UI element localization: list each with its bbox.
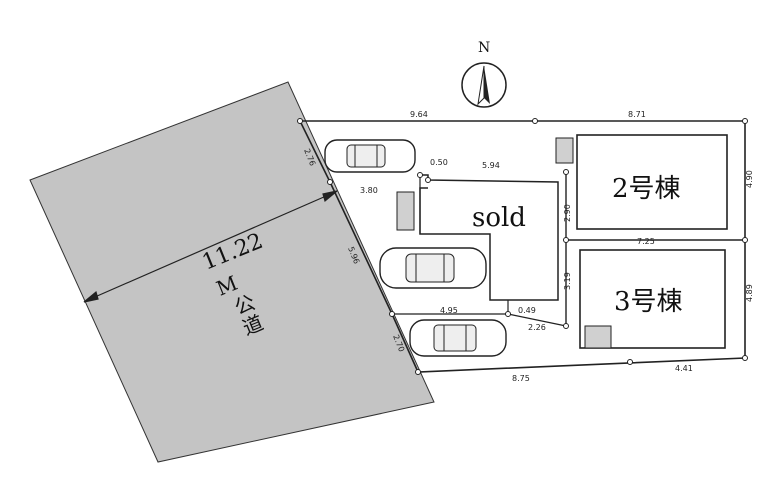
car-icon (409, 319, 507, 357)
dim-north-left: 9.64 (410, 110, 428, 119)
building-3-marker (584, 325, 612, 349)
north-compass-icon (461, 62, 507, 108)
public-road (29, 81, 435, 463)
car-icon (379, 247, 487, 289)
boundary-points (297, 118, 748, 375)
dim-south-right: 4.41 (675, 364, 693, 373)
dim-notch-380: 3.80 (360, 186, 378, 195)
dim-bottom-049: 0.49 (518, 306, 536, 315)
dim-bottom-495: 4.95 (440, 306, 458, 315)
dim-lower-side: 3.19 (563, 272, 572, 290)
sold-label: sold (472, 203, 526, 233)
dim-notch-594: 5.94 (482, 161, 500, 170)
dim-divider: 7.25 (637, 237, 655, 246)
dim-notch-050: 0.50 (430, 158, 448, 167)
dim-east-lower: 4.89 (745, 284, 754, 302)
car-icon (324, 139, 416, 173)
building-2-label: 2号棟 (612, 174, 681, 204)
building-2-marker (555, 137, 574, 164)
compass-north-label: N (478, 40, 490, 56)
building-2 (576, 134, 728, 230)
dim-north-right: 8.71 (628, 110, 646, 119)
sold-marker (396, 191, 415, 231)
dim-south-left: 8.75 (512, 374, 530, 383)
dim-bottom-226: 2.26 (528, 323, 546, 332)
building-3-label: 3号棟 (614, 287, 683, 317)
dim-east-upper: 4.90 (745, 170, 754, 188)
road-width-arrow (83, 190, 338, 303)
dim-sold-side: 2.90 (563, 204, 572, 222)
